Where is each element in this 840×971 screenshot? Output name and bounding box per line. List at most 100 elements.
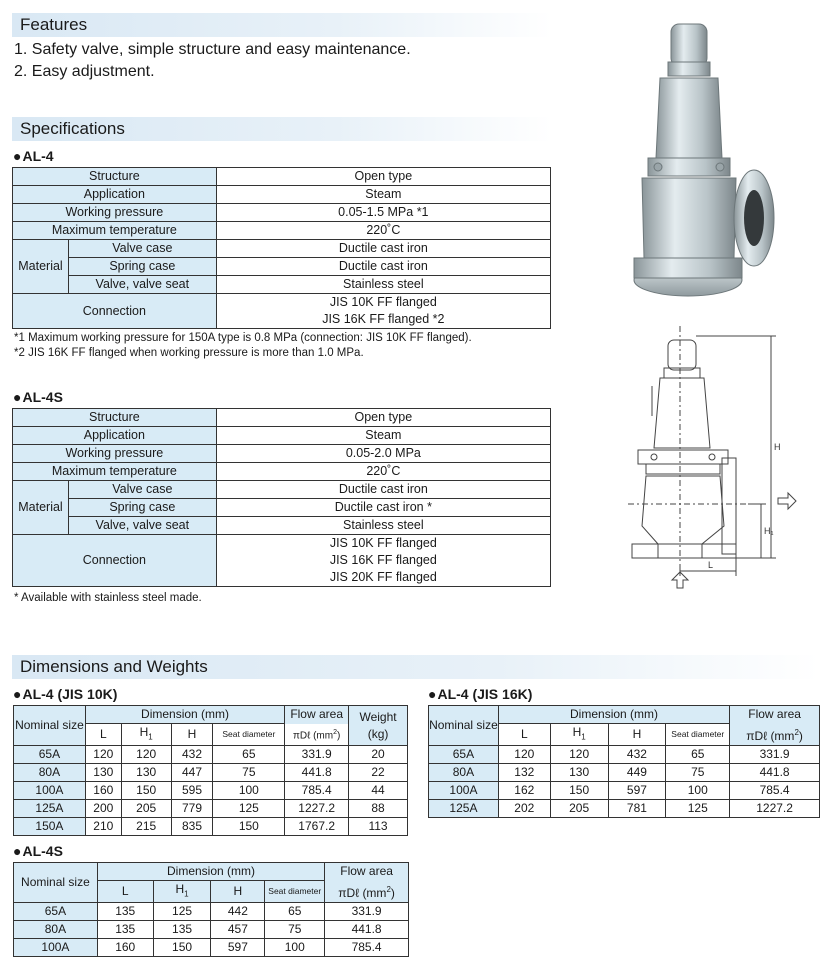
spec-al4-model: ●AL-4 bbox=[13, 148, 54, 164]
table-cell: 130 bbox=[84, 763, 122, 783]
spec-value: Open type bbox=[215, 408, 552, 427]
table-cell: 1227.2 bbox=[284, 799, 350, 819]
nominal-size-cell: 125A bbox=[428, 799, 499, 819]
table-cell: 779 bbox=[170, 799, 214, 819]
nominal-size-cell: 65A bbox=[428, 745, 499, 765]
dim-table-al4-16k: Nominal size Dimension (mm) Flow area L … bbox=[428, 704, 820, 819]
table-cell: 835 bbox=[170, 817, 214, 837]
spec-label: Valve case bbox=[67, 239, 217, 258]
spec-value: Ductile cast iron bbox=[215, 480, 552, 499]
header-l: L bbox=[84, 722, 122, 747]
spec-label: Application bbox=[12, 426, 217, 445]
table-cell: 120 bbox=[84, 745, 122, 765]
label-l: L bbox=[708, 560, 713, 570]
table-cell: 1767.2 bbox=[284, 817, 350, 837]
dim-al4s-model: ●AL-4S bbox=[13, 843, 63, 859]
table-cell: 432 bbox=[170, 745, 214, 765]
header-flow-area: Flow area bbox=[324, 862, 409, 881]
table-cell: 130 bbox=[549, 763, 609, 783]
table-cell: 331.9 bbox=[729, 745, 820, 765]
table-cell: 125 bbox=[665, 799, 731, 819]
table-cell: 150 bbox=[152, 938, 212, 958]
nominal-size-cell: 100A bbox=[13, 938, 98, 958]
spec-value: Stainless steel bbox=[215, 275, 552, 294]
feature-item-2: 2. Easy adjustment. bbox=[14, 63, 155, 80]
table-cell: 449 bbox=[607, 763, 667, 783]
spec-value: JIS 10K FF flanged bbox=[215, 534, 552, 552]
spec-label: Valve case bbox=[67, 480, 217, 499]
table-cell: 120 bbox=[120, 745, 172, 765]
nominal-size-cell: 100A bbox=[428, 781, 499, 801]
table-cell: 22 bbox=[348, 763, 408, 783]
table-cell: 597 bbox=[607, 781, 667, 801]
label-h1: H₁ bbox=[764, 526, 774, 536]
header-seat-diameter: Seat diameter bbox=[264, 879, 326, 904]
spec-label: Connection bbox=[12, 293, 217, 329]
header-h: H bbox=[607, 722, 667, 747]
table-cell: 75 bbox=[212, 763, 286, 783]
table-cell: 205 bbox=[120, 799, 172, 819]
table-cell: 135 bbox=[96, 902, 154, 922]
nominal-size-cell: 65A bbox=[13, 902, 98, 922]
header-dimension: Dimension (mm) bbox=[84, 705, 286, 724]
label-h: H bbox=[774, 442, 781, 452]
features-heading: Features bbox=[12, 13, 552, 37]
header-h1: H1 bbox=[152, 879, 212, 904]
table-cell: 135 bbox=[152, 920, 212, 940]
table-cell: 200 bbox=[84, 799, 122, 819]
header-nominal-size: Nominal size bbox=[13, 861, 98, 904]
spec-label: Spring case bbox=[67, 257, 217, 276]
nominal-size-cell: 125A bbox=[13, 799, 86, 819]
table-cell: 130 bbox=[120, 763, 172, 783]
table-cell: 113 bbox=[348, 817, 408, 837]
header-flow-area: Flow area bbox=[284, 705, 350, 724]
table-cell: 75 bbox=[665, 763, 731, 783]
table-cell: 150 bbox=[549, 781, 609, 801]
spec-label: Connection bbox=[12, 534, 217, 587]
table-cell: 100 bbox=[212, 781, 286, 801]
spec-label: Application bbox=[12, 185, 217, 204]
spec-label: Material bbox=[12, 480, 69, 535]
table-cell: 457 bbox=[210, 920, 266, 940]
spec-al4-note-2: *2 JIS 16K FF flanged when working press… bbox=[14, 347, 364, 359]
safety-valve-product-image bbox=[633, 23, 775, 297]
spec-al4-note-1: *1 Maximum working pressure for 150A typ… bbox=[14, 332, 472, 344]
table-cell: 785.4 bbox=[284, 781, 350, 801]
table-cell: 120 bbox=[549, 745, 609, 765]
spec-value: 220˚C bbox=[215, 462, 552, 481]
table-cell: 100 bbox=[665, 781, 731, 801]
table-cell: 65 bbox=[665, 745, 731, 765]
spec-label: Maximum temperature bbox=[12, 221, 217, 240]
header-h1: H1 bbox=[549, 722, 609, 747]
spec-value: JIS 16K FF flanged *2 bbox=[215, 311, 552, 329]
table-cell: 160 bbox=[84, 781, 122, 801]
spec-label: Valve, valve seat bbox=[67, 275, 217, 294]
header-flow-formula: πDℓ (mm2) bbox=[729, 723, 820, 747]
nominal-size-cell: 80A bbox=[13, 920, 98, 940]
spec-value: Ductile cast iron bbox=[215, 239, 552, 258]
spec-value: 0.05-1.5 MPa *1 bbox=[215, 203, 552, 222]
table-cell: 150 bbox=[212, 817, 286, 837]
spec-label: Spring case bbox=[67, 498, 217, 517]
dimensions-heading: Dimensions and Weights bbox=[12, 655, 820, 679]
header-flow-formula: πDℓ (mm2) bbox=[284, 723, 350, 747]
table-cell: 65 bbox=[264, 902, 326, 922]
table-cell: 1227.2 bbox=[729, 799, 820, 819]
table-cell: 125 bbox=[152, 902, 212, 922]
header-seat-diameter: Seat diameter bbox=[665, 722, 731, 747]
specifications-heading: Specifications bbox=[12, 117, 552, 141]
spec-label: Valve, valve seat bbox=[67, 516, 217, 535]
spec-label: Structure bbox=[12, 408, 217, 427]
table-cell: 447 bbox=[170, 763, 214, 783]
table-cell: 160 bbox=[96, 938, 154, 958]
table-cell: 781 bbox=[607, 799, 667, 819]
table-cell: 65 bbox=[212, 745, 286, 765]
